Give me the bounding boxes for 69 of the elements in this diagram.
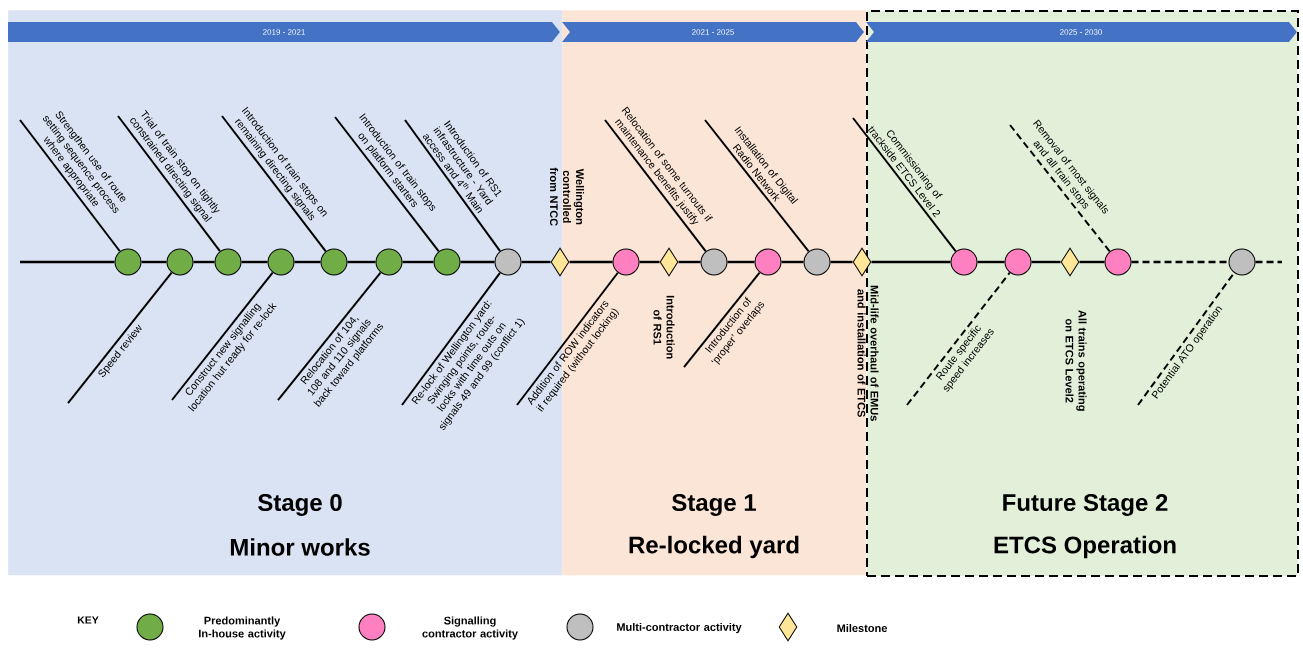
timeline-line <box>1031 260 1061 264</box>
key-heading: KEY <box>77 616 99 624</box>
leader-line <box>67 271 173 404</box>
leader-line <box>19 119 121 253</box>
timeline-line <box>521 260 551 264</box>
leader-line <box>401 271 501 406</box>
legend-label: Signalling contractor activity <box>422 616 518 640</box>
activity-circle <box>1104 248 1132 276</box>
timeline-line <box>1079 260 1105 264</box>
activity-circle <box>166 248 194 276</box>
leader-line <box>404 119 502 253</box>
timeline-line <box>569 260 613 264</box>
timeline-line <box>294 260 321 264</box>
timeline-line <box>141 260 167 264</box>
activity-circle <box>214 248 242 276</box>
activity-circle <box>114 248 142 276</box>
milestone-label: Introduction of RS1 <box>653 295 675 359</box>
activity-circle <box>612 248 640 276</box>
period-banner: 2021 - 2025 <box>562 22 864 42</box>
period-banner: 2019 - 2021 <box>8 22 560 42</box>
timeline-line <box>193 260 215 264</box>
legend-label: Multi-contractor activity <box>617 622 742 634</box>
activity-circle <box>375 248 403 276</box>
activity-circle <box>754 248 782 276</box>
leader-line <box>604 119 707 253</box>
activity-circle <box>494 248 522 276</box>
activity-circle <box>433 248 461 276</box>
period-banner: 2025 - 2030 <box>866 22 1297 42</box>
timeline-line <box>977 260 1005 264</box>
activity-circle <box>320 248 348 276</box>
activity-circle <box>803 248 831 276</box>
activity-circle <box>1228 248 1256 276</box>
timeline-line <box>871 260 951 264</box>
timeline-line <box>402 260 434 264</box>
legend-label: Milestone <box>837 623 887 633</box>
activity-circle <box>267 248 295 276</box>
milestone-diamond <box>852 247 872 277</box>
activity-circle <box>950 248 978 276</box>
milestone-diamond <box>550 247 570 277</box>
timeline-line <box>20 260 115 264</box>
timeline-line <box>347 260 376 264</box>
leader-line <box>516 271 619 406</box>
activity-circle <box>1004 248 1032 276</box>
milestone-diamond <box>659 247 679 277</box>
timeline-line <box>678 260 701 264</box>
timeline-line <box>781 260 804 264</box>
leader-line <box>171 271 274 401</box>
timeline-line <box>727 260 755 264</box>
leader-line <box>117 115 221 253</box>
leader-line <box>334 116 440 253</box>
activity-circle <box>700 248 728 276</box>
milestone-label: Mid-life overhaul of EMUs and installation of ETCS <box>857 285 879 421</box>
leader-line <box>1009 124 1111 253</box>
legend-label: Predominantly In-house activity <box>199 616 286 640</box>
milestone-label: Wellington controlled from NTCC <box>549 167 585 226</box>
leader-line <box>221 115 327 253</box>
milestone-diamond <box>1060 247 1080 277</box>
timeline-line <box>1131 260 1229 264</box>
timeline-line <box>1255 260 1282 264</box>
timeline-line <box>639 260 660 264</box>
timeline-line <box>830 260 853 264</box>
leader-line <box>683 271 761 368</box>
leader-line <box>906 271 1011 406</box>
timeline-line <box>241 260 268 264</box>
timeline-line <box>460 260 495 264</box>
milestone-label: All trains operating on ETCS Level2 <box>1065 310 1087 411</box>
leader-line <box>704 119 810 253</box>
leader-line <box>852 117 957 253</box>
leader-line <box>277 271 382 401</box>
